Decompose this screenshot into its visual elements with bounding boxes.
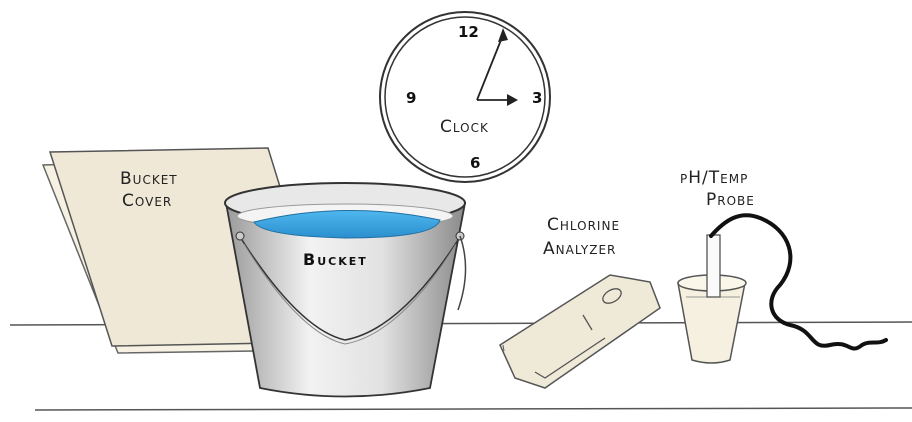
clock-number-12: 12	[458, 23, 479, 41]
clock-number-9: 9	[406, 89, 416, 107]
ph-temp-probe	[678, 215, 886, 363]
bucket-cover-label-line1: Bucket	[120, 169, 178, 189]
table-front-line	[35, 408, 912, 410]
clock-label: Clock	[440, 117, 489, 137]
clock-number-3: 3	[532, 89, 542, 107]
bucket	[225, 183, 466, 397]
ph-probe-label-line1: pH/Temp	[680, 168, 748, 188]
bucket-cover-label-line2: Cover	[122, 191, 172, 211]
bucket-label: Bucket	[303, 250, 368, 269]
clock-number-6: 6	[470, 154, 480, 172]
ph-probe-label-line2: Probe	[706, 190, 755, 210]
chlorine-analyzer-label-line2: Analyzer	[543, 239, 616, 259]
chlorine-analyzer-label-line1: Chlorine	[547, 215, 620, 235]
chlorine-analyzer	[500, 275, 660, 388]
